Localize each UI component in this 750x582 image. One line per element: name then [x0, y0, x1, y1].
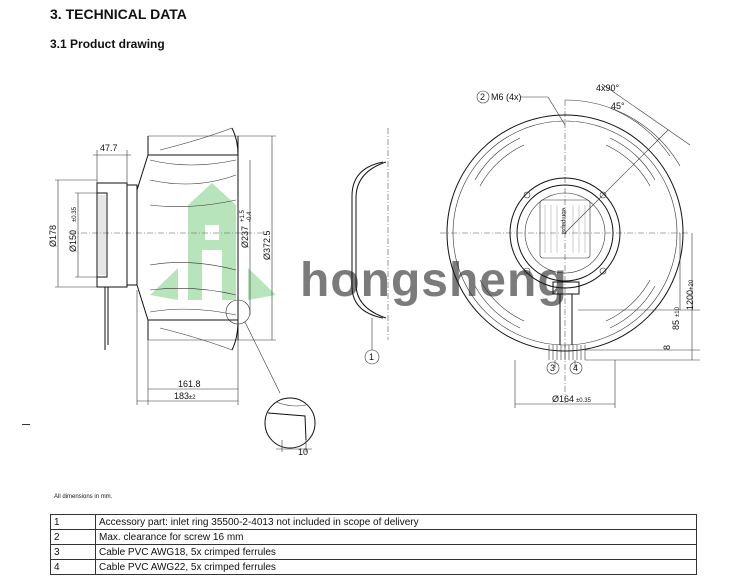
dim-85: 85	[671, 320, 681, 330]
dim-1200: 1200	[685, 290, 695, 310]
legend-number: 3	[50, 544, 96, 560]
dim-10: 10	[298, 447, 308, 457]
legend-text: Cable PVC AWG18, 5x crimped ferrules	[95, 544, 697, 560]
dimensions-note: All dimensions in mm.	[54, 494, 113, 500]
table-row: 4 Cable PVC AWG22, 5x crimped ferrules	[50, 559, 697, 575]
callout-3: 3	[550, 363, 555, 373]
dim-161-8: 161.8	[178, 379, 201, 389]
margin-mark	[22, 424, 30, 425]
legend-text: Max. clearance for screw 16 mm	[95, 529, 697, 545]
callout-1: 1	[369, 352, 374, 362]
callout-4-circle	[569, 361, 583, 375]
callout-2: 2	[480, 92, 485, 102]
dim-1200-tolerance: +20	[689, 279, 695, 290]
brand-text: ebmpapst	[560, 208, 566, 235]
callout-3-circle	[546, 361, 560, 375]
watermark-logo	[150, 183, 276, 300]
side-view-dimensions	[55, 135, 276, 405]
angle-45: 45°	[611, 101, 625, 111]
product-drawing: hongsheng	[48, 83, 700, 457]
dim-183-tolerance: ±2	[189, 395, 196, 401]
legend-table: 1 Accessory part: inlet ring 35500-2-401…	[50, 514, 697, 575]
legend-text: Cable PVC AWG22, 5x crimped ferrules	[95, 559, 697, 575]
m6-label: M6 (4x)	[491, 92, 522, 102]
dim-178: Ø178	[48, 225, 58, 247]
legend-number: 4	[50, 559, 96, 575]
side-view	[70, 127, 316, 452]
dim-150: Ø150	[68, 230, 78, 252]
dim-237-tolerance-lower: -0.4	[247, 211, 253, 222]
table-row: 1 Accessory part: inlet ring 35500-2-401…	[50, 514, 697, 530]
dim-8: 8	[662, 345, 672, 350]
table-row: 2 Max. clearance for screw 16 mm	[50, 529, 697, 545]
dim-237-tolerance-upper: +1.5	[240, 209, 246, 222]
inlet-ring-view	[351, 128, 389, 350]
callout-2-circle	[476, 90, 490, 104]
dim-183: 183	[174, 391, 189, 401]
dim-47-7: 47.7	[100, 143, 118, 153]
dim-164-tolerance: ±0.35	[576, 398, 592, 404]
dim-85-tolerance: ±10	[675, 306, 681, 317]
section-title: 3. TECHNICAL DATA	[50, 6, 187, 22]
dim-150-tolerance: ±0.35	[72, 206, 78, 222]
watermark-text: hongsheng	[300, 254, 568, 307]
subsection-title: 3.1 Product drawing	[50, 37, 165, 51]
legend-number: 2	[50, 529, 96, 545]
legend-text: Accessory part: inlet ring 35500-2-4013 …	[95, 514, 697, 530]
angle-4x90: 4x90°	[596, 83, 620, 93]
front-view	[440, 83, 700, 408]
dim-164: Ø164	[552, 394, 574, 404]
table-row: 3 Cable PVC AWG18, 5x crimped ferrules	[50, 544, 697, 560]
legend-number: 1	[50, 514, 96, 530]
callout-1-circle	[364, 349, 380, 365]
dim-372-5: Ø372.5	[262, 230, 272, 260]
dim-237: Ø237	[240, 226, 250, 248]
callout-4: 4	[573, 363, 578, 373]
